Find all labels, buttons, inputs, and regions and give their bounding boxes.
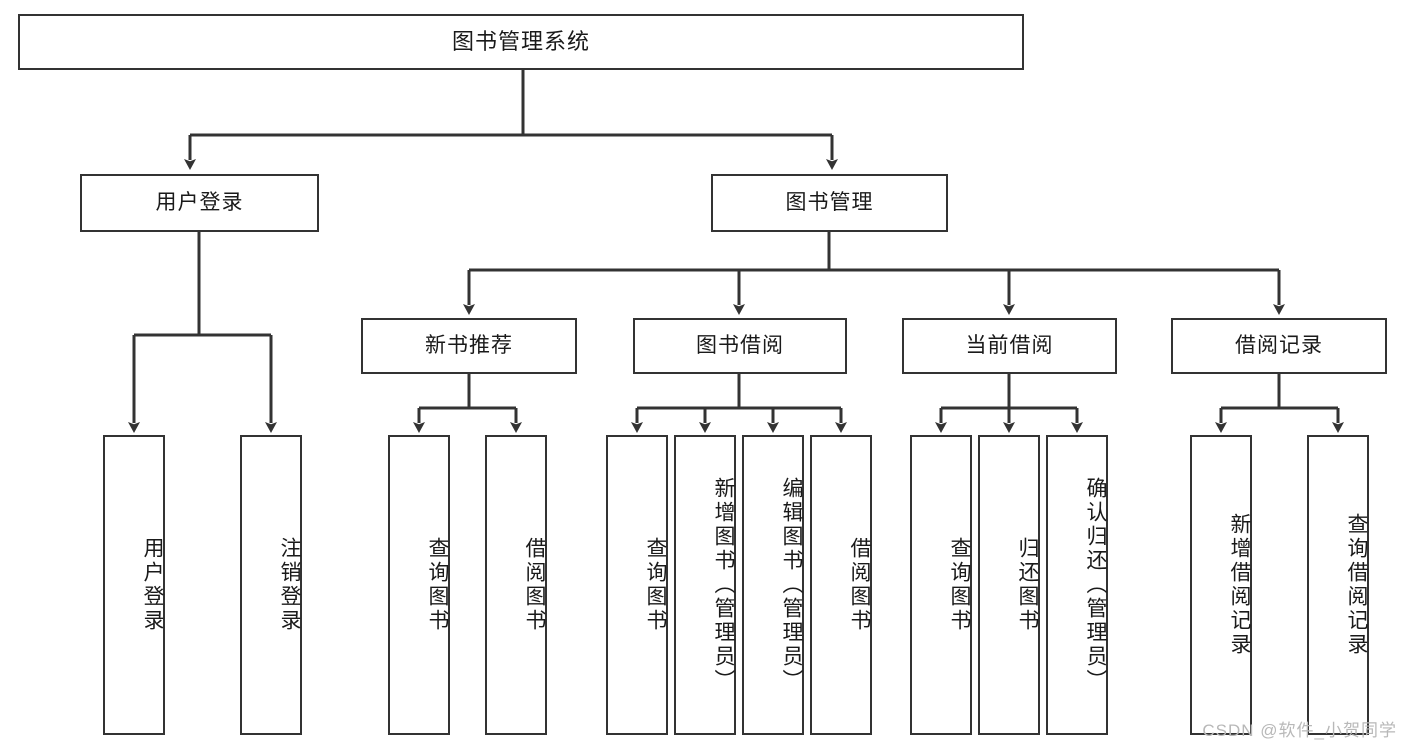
leaf-book-borrow-add[interactable]: 新增图书（管理员） <box>674 435 736 735</box>
leaf-current-borrow-query[interactable]: 查询图书 <box>910 435 972 735</box>
node-label: 查询图书 <box>644 537 667 633</box>
leaf-current-borrow-return[interactable]: 归还图书 <box>978 435 1040 735</box>
node-label: 查询借阅记录 <box>1345 513 1368 657</box>
node-label: 用户登录 <box>141 537 164 633</box>
node-label: 新增借阅记录 <box>1228 513 1251 657</box>
node-label: 借阅记录 <box>1235 334 1323 358</box>
node-label: 借阅图书 <box>523 537 546 633</box>
leaf-new-book-borrow[interactable]: 借阅图书 <box>485 435 547 735</box>
node-label: 图书管理系统 <box>451 28 590 54</box>
node-label: 新增图书（管理员） <box>712 477 735 693</box>
node-current-borrow[interactable]: 当前借阅 <box>902 318 1117 374</box>
node-user-login[interactable]: 用户登录 <box>80 174 319 232</box>
leaf-book-borrow-edit[interactable]: 编辑图书（管理员） <box>742 435 804 735</box>
node-book-borrow[interactable]: 图书借阅 <box>633 318 847 374</box>
leaf-book-borrow-lend[interactable]: 借阅图书 <box>810 435 872 735</box>
leaf-user-login-signin[interactable]: 用户登录 <box>103 435 165 735</box>
node-label: 归还图书 <box>1016 537 1039 633</box>
leaf-new-book-query[interactable]: 查询图书 <box>388 435 450 735</box>
node-label: 确认归还（管理员） <box>1084 477 1107 693</box>
node-label: 注销登录 <box>278 537 301 633</box>
node-label: 查询图书 <box>426 537 449 633</box>
node-label: 编辑图书（管理员） <box>780 477 803 693</box>
leaf-user-login-signout[interactable]: 注销登录 <box>240 435 302 735</box>
leaf-borrow-record-add[interactable]: 新增借阅记录 <box>1190 435 1252 735</box>
node-book-management[interactable]: 图书管理 <box>711 174 948 232</box>
node-label: 图书借阅 <box>696 334 784 358</box>
leaf-current-borrow-confirm[interactable]: 确认归还（管理员） <box>1046 435 1108 735</box>
leaf-book-borrow-query[interactable]: 查询图书 <box>606 435 668 735</box>
leaf-borrow-record-query[interactable]: 查询借阅记录 <box>1307 435 1369 735</box>
node-label: 用户登录 <box>155 191 244 215</box>
node-new-book-recommend[interactable]: 新书推荐 <box>361 318 577 374</box>
node-label: 当前借阅 <box>965 334 1054 358</box>
node-borrow-record[interactable]: 借阅记录 <box>1171 318 1387 374</box>
node-label: 新书推荐 <box>425 334 513 358</box>
watermark-text: CSDN @软件_小贺同学 <box>1202 721 1397 740</box>
node-root-system[interactable]: 图书管理系统 <box>18 14 1024 70</box>
node-label: 查询图书 <box>948 537 971 633</box>
node-label: 借阅图书 <box>848 537 871 633</box>
node-label: 图书管理 <box>785 191 874 215</box>
